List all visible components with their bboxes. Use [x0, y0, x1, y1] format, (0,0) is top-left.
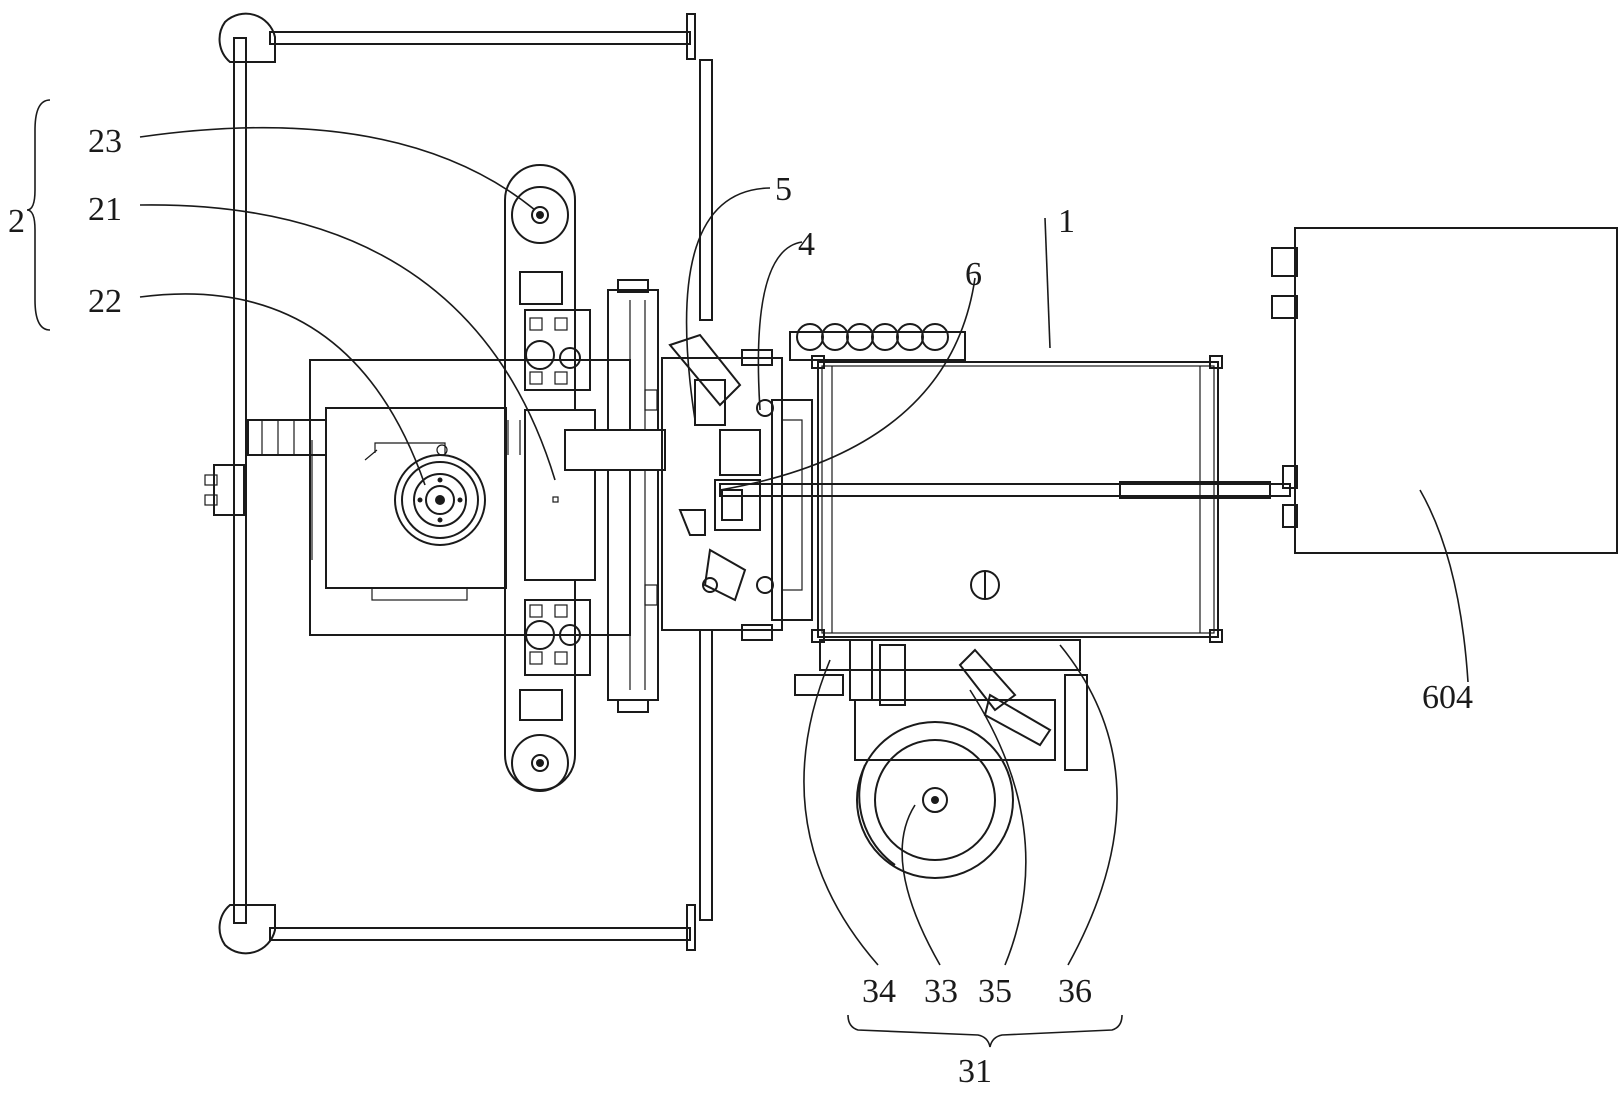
belt-carrier	[504, 164, 596, 792]
rotary-table-housing	[311, 407, 507, 601]
label-31: 31	[958, 1053, 992, 1090]
main-cabinet	[719, 323, 1291, 643]
brace-31	[847, 1014, 1123, 1048]
leader-lines	[26, 99, 1469, 1048]
label-36: 36	[1058, 973, 1092, 1010]
label-6: 6	[965, 256, 982, 293]
linear-guide	[564, 279, 666, 713]
pulley-top	[511, 186, 569, 244]
outer-frame	[204, 12, 713, 955]
rotary-disc	[364, 442, 486, 546]
label-33: 33	[924, 973, 958, 1010]
label-35: 35	[978, 973, 1012, 1010]
vibrating-bowl	[856, 721, 1014, 879]
control-box	[1271, 227, 1618, 554]
shaft	[719, 483, 1291, 497]
label-2: 2	[8, 203, 25, 240]
label-4: 4	[798, 226, 815, 263]
label-21: 21	[88, 191, 122, 228]
pulley-bottom	[511, 734, 569, 792]
label-5: 5	[775, 171, 792, 208]
label-22: 22	[88, 283, 122, 320]
corner-bracket-bottom	[218, 904, 276, 955]
label-34: 34	[862, 973, 896, 1010]
feeding-bowl-group	[794, 639, 1088, 879]
label-604: 604	[1422, 679, 1473, 716]
reference-labels: 2 23 21 22 5 4 6 1 604 34 33 35 36 31	[8, 123, 1473, 1090]
brace-2	[26, 99, 51, 331]
corner-bracket-top	[218, 12, 276, 63]
roller-bank	[789, 323, 966, 361]
label-1: 1	[1058, 203, 1075, 240]
label-23: 23	[88, 123, 122, 160]
clamp-mechanism	[661, 333, 813, 641]
